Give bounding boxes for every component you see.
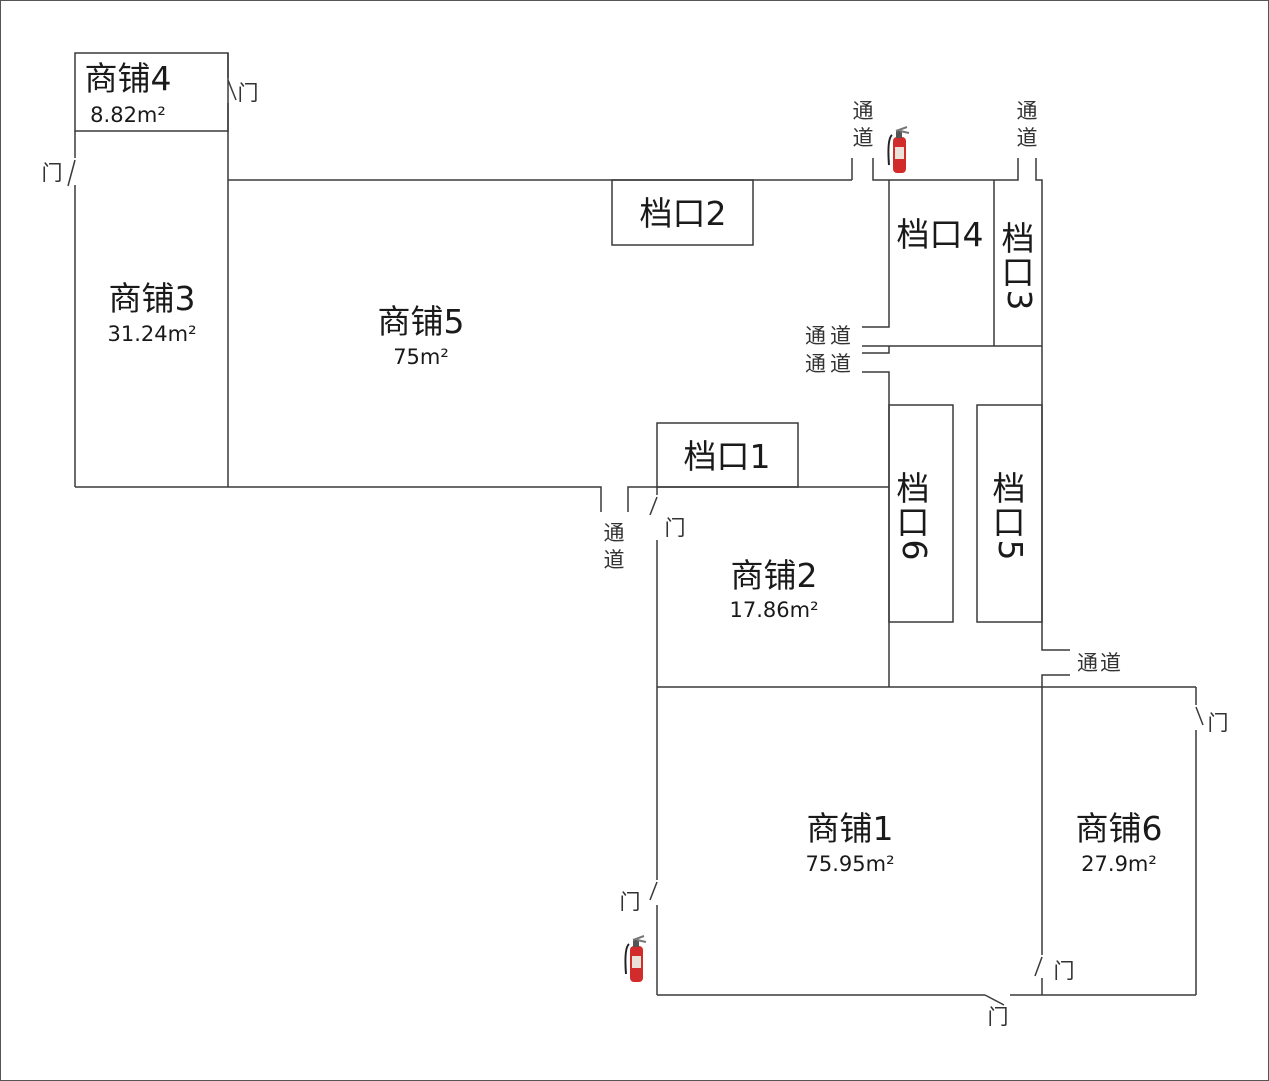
passage-label: 通道 [1077,651,1123,675]
shop6-area: 27.9m² [1081,852,1157,876]
shop5-name: 商铺5 [378,302,465,341]
fire-extinguisher-icon [624,935,647,982]
shop3-name: 商铺3 [109,279,196,318]
door-label: 门 [1208,711,1229,735]
door-label: 门 [238,81,259,105]
svg-text:口: 口 [897,503,930,542]
stall6-name: 档 口 6 [895,469,934,561]
svg-text:道: 道 [1017,126,1038,150]
shop1-area: 75.95m² [806,852,895,876]
svg-text:道: 道 [604,548,625,572]
svg-text:档: 档 [1002,219,1035,258]
shop1-name: 商铺1 [807,809,894,848]
passage-label: 通道 [805,324,855,348]
door-label: 门 [1054,959,1075,983]
door-label: 门 [665,516,686,540]
svg-text:道: 道 [853,126,874,150]
stall4-name: 档口4 [897,215,984,254]
shop6-name: 商铺6 [1076,809,1163,848]
shop5-area: 75m² [393,345,449,369]
svg-text:3: 3 [1000,290,1039,311]
shop4-name: 商铺4 [85,59,172,98]
passage-label: 通 道 [853,99,874,150]
shop2-name: 商铺2 [731,556,818,595]
stall5-name: 档 口 5 [991,469,1030,561]
svg-text:5: 5 [991,540,1030,561]
svg-text:通: 通 [604,521,625,545]
svg-text:通: 通 [853,99,874,123]
svg-text:口: 口 [1002,253,1035,292]
shop2-area: 17.86m² [730,598,819,622]
svg-text:口: 口 [993,503,1026,542]
door-label: 门 [42,161,63,185]
stall2-name: 档口2 [640,194,727,233]
stall1-name: 档口1 [684,437,771,476]
door-label: 门 [988,1005,1009,1029]
svg-text:档: 档 [897,469,930,508]
passage-label: 通 道 [1017,99,1038,150]
shop4-area: 8.82m² [90,103,166,127]
walls [67,52,1204,1006]
stall3-name: 档 口 3 [1000,219,1039,311]
shop3-area: 31.24m² [108,322,197,346]
passage-label: 通道 [805,352,855,376]
svg-text:6: 6 [895,540,934,561]
svg-text:档: 档 [993,469,1026,508]
fire-extinguisher-icon [887,126,910,173]
passage-label: 通 道 [604,521,625,572]
door-label: 门 [620,890,641,914]
svg-text:通: 通 [1017,99,1038,123]
